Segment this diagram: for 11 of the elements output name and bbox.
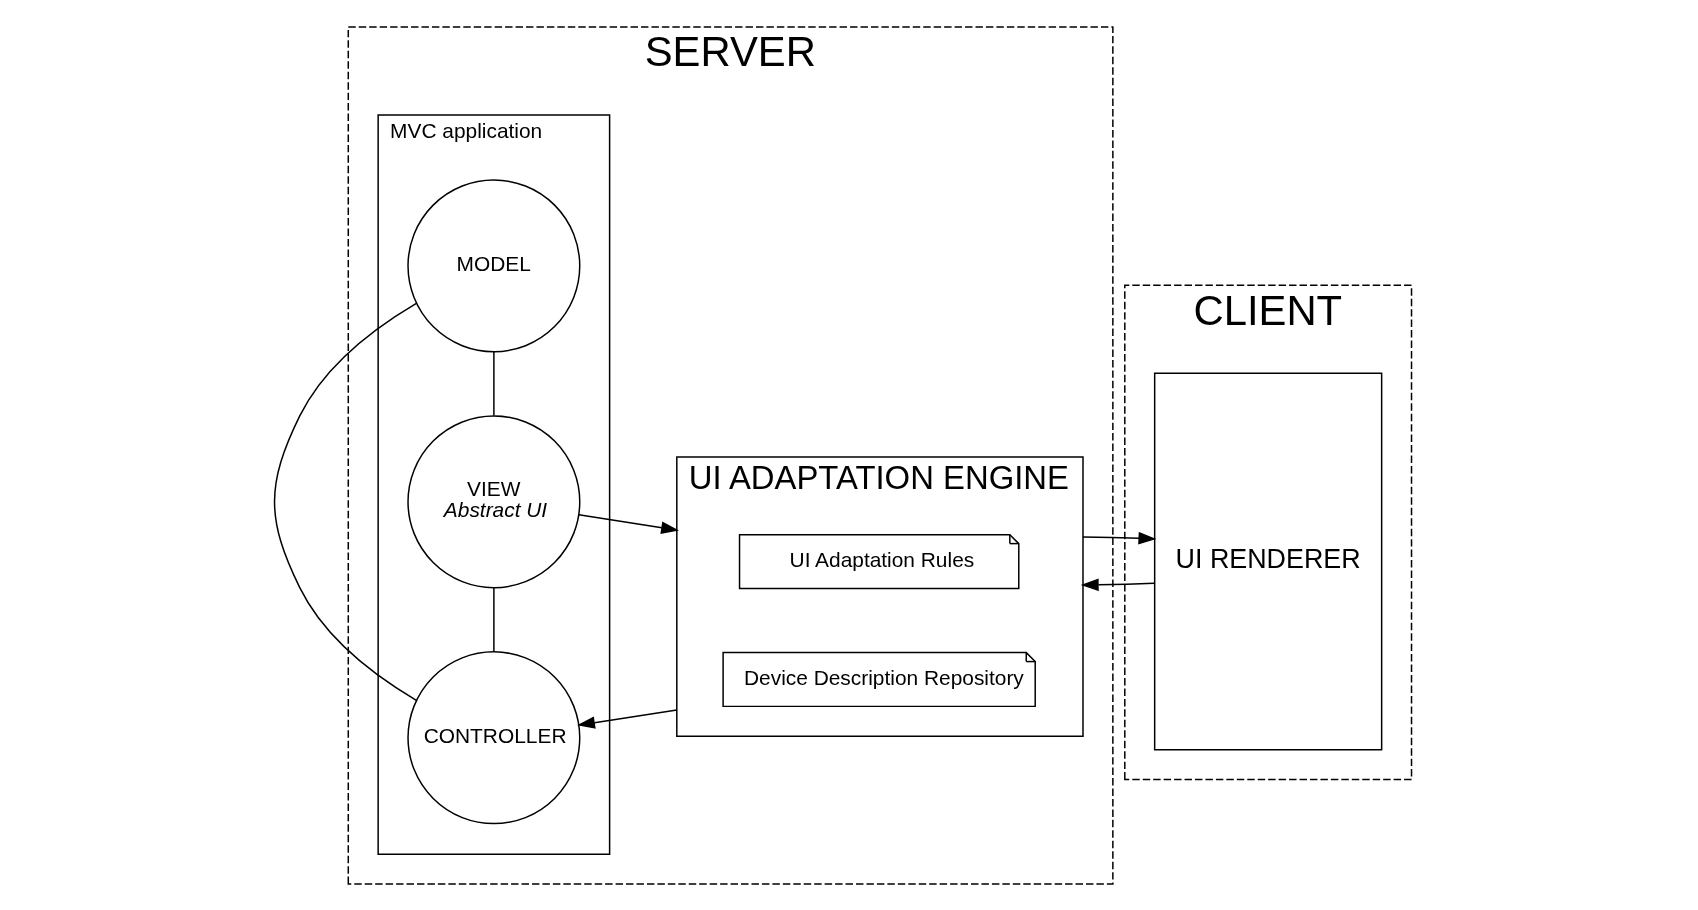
connector [273,302,418,701]
arrow [1082,531,1157,544]
arrow [1080,578,1155,591]
node-box: UI RENDERER [1153,372,1383,750]
arrow [578,513,680,534]
node-circle: MODEL [407,178,581,352]
arrow [577,708,678,729]
connector [493,350,495,416]
node-circle: VIEW Abstract UI [407,414,581,588]
connector [493,586,495,652]
node-circle: CONTROLLER [407,650,581,824]
